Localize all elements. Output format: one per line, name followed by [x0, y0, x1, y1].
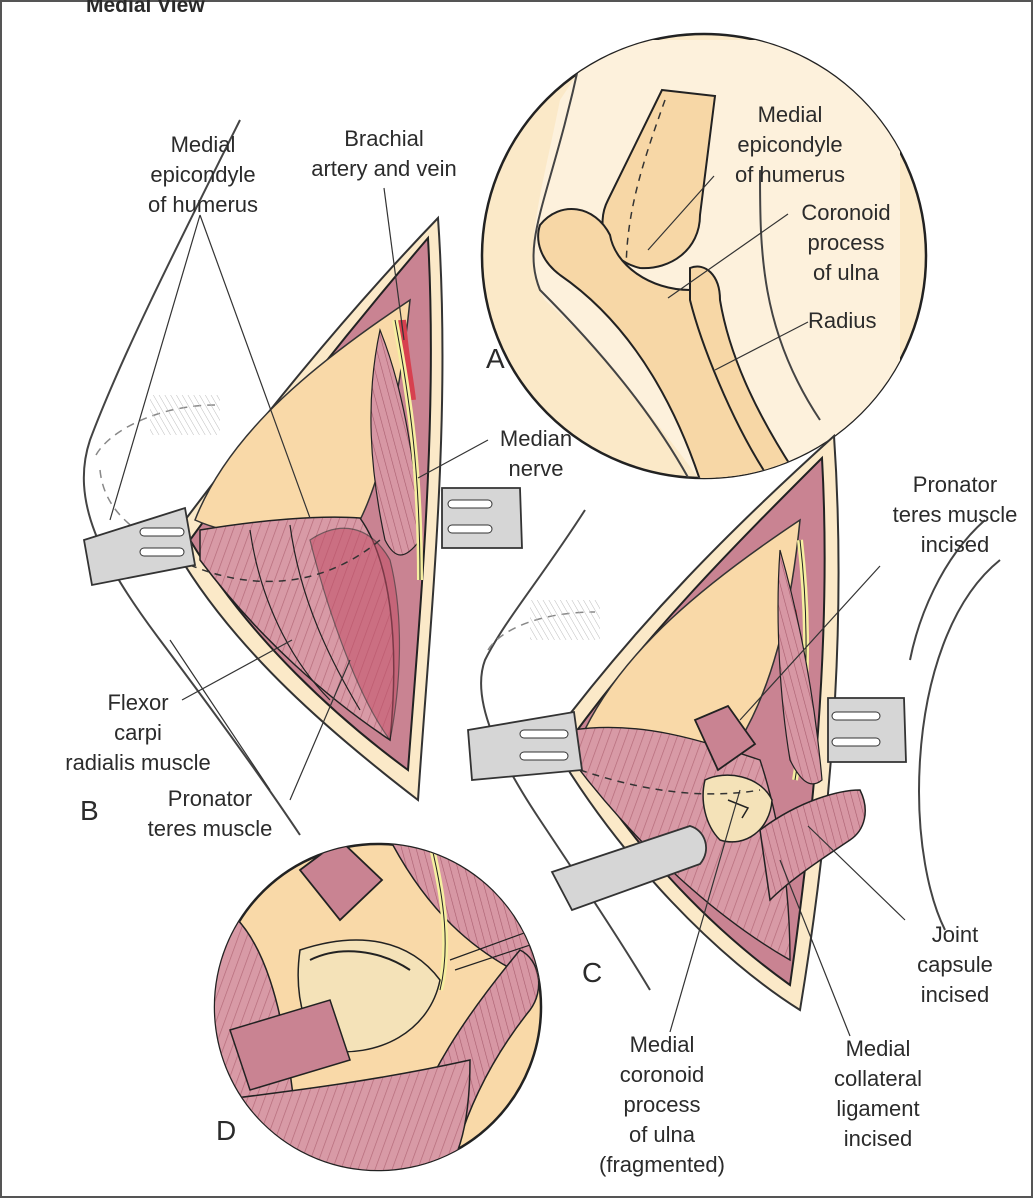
label-b-brachial-artery-vein: Brachial artery and vein: [286, 124, 482, 184]
panel-a-humerus: [601, 88, 717, 270]
panel-letter-d: D: [216, 1115, 237, 1146]
label-c-pronator-teres-incised: Pronator teres muscle incised: [876, 470, 1034, 560]
panel-b-retractor-left: [82, 506, 197, 587]
label-a-medial-epicondyle: Medial epicondyle of humerus: [720, 100, 860, 190]
label-b-pronator-teres-line: teres muscle: [147, 816, 273, 841]
panel-c-pronator-stub: [693, 704, 757, 772]
label-b-pronator-teres-line: Pronator: [167, 786, 253, 811]
label-b-flexor-carpi-radialis: Flexor carpi radialis muscle: [38, 688, 238, 778]
panel-letter-c: C: [582, 957, 603, 988]
label-a-coronoid-process-line: Coronoid: [801, 200, 891, 225]
panel-d-illustration: [213, 842, 543, 1172]
label-c-medial-collateral-ligament-line: ligament: [836, 1096, 920, 1121]
label-b-flexor-carpi-radialis-line: carpi: [114, 720, 162, 745]
panel-c-mcl-flap: [759, 789, 866, 902]
panel-c-illustration: [467, 433, 1001, 1037]
label-b-median-nerve-line: Median: [499, 426, 573, 451]
label-c-pronator-teres-incised-line: incised: [920, 532, 990, 557]
label-c-medial-coronoid-fragmented-line: process: [623, 1092, 701, 1117]
label-b-medial-epicondyle-line: Medial: [170, 132, 236, 157]
label-c-joint-capsule-incised-line: capsule: [917, 952, 993, 977]
label-a-medial-epicondyle-line: of humerus: [734, 162, 846, 187]
panel-b-retractor-right: [441, 487, 523, 549]
label-a-radius: Radius: [808, 306, 908, 336]
label-a-radius-line: Radius: [808, 308, 877, 333]
label-c-medial-collateral-ligament-line: collateral: [833, 1066, 923, 1091]
label-b-brachial-artery-vein-line: Brachial: [344, 126, 424, 151]
panel-c-retractor-right: [827, 697, 907, 763]
label-c-joint-capsule-incised-line: Joint: [931, 922, 979, 947]
label-c-medial-coronoid-fragmented-line: (fragmented): [599, 1152, 725, 1177]
panel-a-radius: [689, 265, 802, 478]
panel-c-retractor-left: [467, 710, 584, 781]
panel-letter-a: A: [486, 343, 505, 374]
label-c-medial-collateral-ligament: Medial collateral ligament incised: [800, 1034, 956, 1154]
panel-c-retractor-center: [550, 825, 707, 912]
label-c-joint-capsule-incised: Joint capsule incised: [900, 920, 1010, 1010]
label-a-coronoid-process-line: of ulna: [812, 260, 880, 285]
panel-b-illustration: [82, 119, 523, 836]
label-b-pronator-teres: Pronator teres muscle: [130, 784, 290, 844]
label-c-joint-capsule-incised-line: incised: [920, 982, 990, 1007]
panel-b-arm-outline: [82, 119, 301, 836]
view-title: Medial View: [86, 0, 205, 17]
label-b-median-nerve-line: nerve: [508, 456, 564, 481]
label-a-medial-epicondyle-line: epicondyle: [737, 132, 843, 157]
label-b-median-nerve: Median nerve: [486, 424, 586, 484]
label-a-coronoid-process-line: process: [807, 230, 885, 255]
label-c-medial-coronoid-fragmented-line: coronoid: [619, 1062, 705, 1087]
label-c-medial-coronoid-fragmented-line: Medial: [629, 1032, 695, 1057]
label-c-pronator-teres-incised-line: teres muscle: [892, 502, 1018, 527]
label-c-medial-coronoid-fragmented: Medial coronoid process of ulna (fragmented): [582, 1030, 742, 1180]
label-b-medial-epicondyle-line: epicondyle: [150, 162, 256, 187]
label-a-medial-epicondyle-line: Medial: [757, 102, 823, 127]
panel-letter-b: B: [80, 795, 99, 826]
label-b-medial-epicondyle-line: of humerus: [147, 192, 259, 217]
panel-c-coronoid-fragment: [702, 774, 773, 843]
panel-a-illustration: [480, 32, 928, 480]
label-a-coronoid-process: Coronoid process of ulna: [786, 198, 906, 288]
label-c-medial-collateral-ligament-line: incised: [843, 1126, 913, 1151]
label-c-medial-collateral-ligament-line: Medial: [845, 1036, 911, 1061]
label-b-brachial-artery-vein-line: artery and vein: [311, 156, 457, 181]
label-b-flexor-carpi-radialis-line: Flexor: [107, 690, 169, 715]
label-b-flexor-carpi-radialis-line: radialis muscle: [65, 750, 211, 775]
label-c-medial-coronoid-fragmented-line: of ulna: [628, 1122, 696, 1147]
label-b-medial-epicondyle: Medial epicondyle of humerus: [138, 130, 268, 220]
label-c-pronator-teres-incised-line: Pronator: [912, 472, 998, 497]
